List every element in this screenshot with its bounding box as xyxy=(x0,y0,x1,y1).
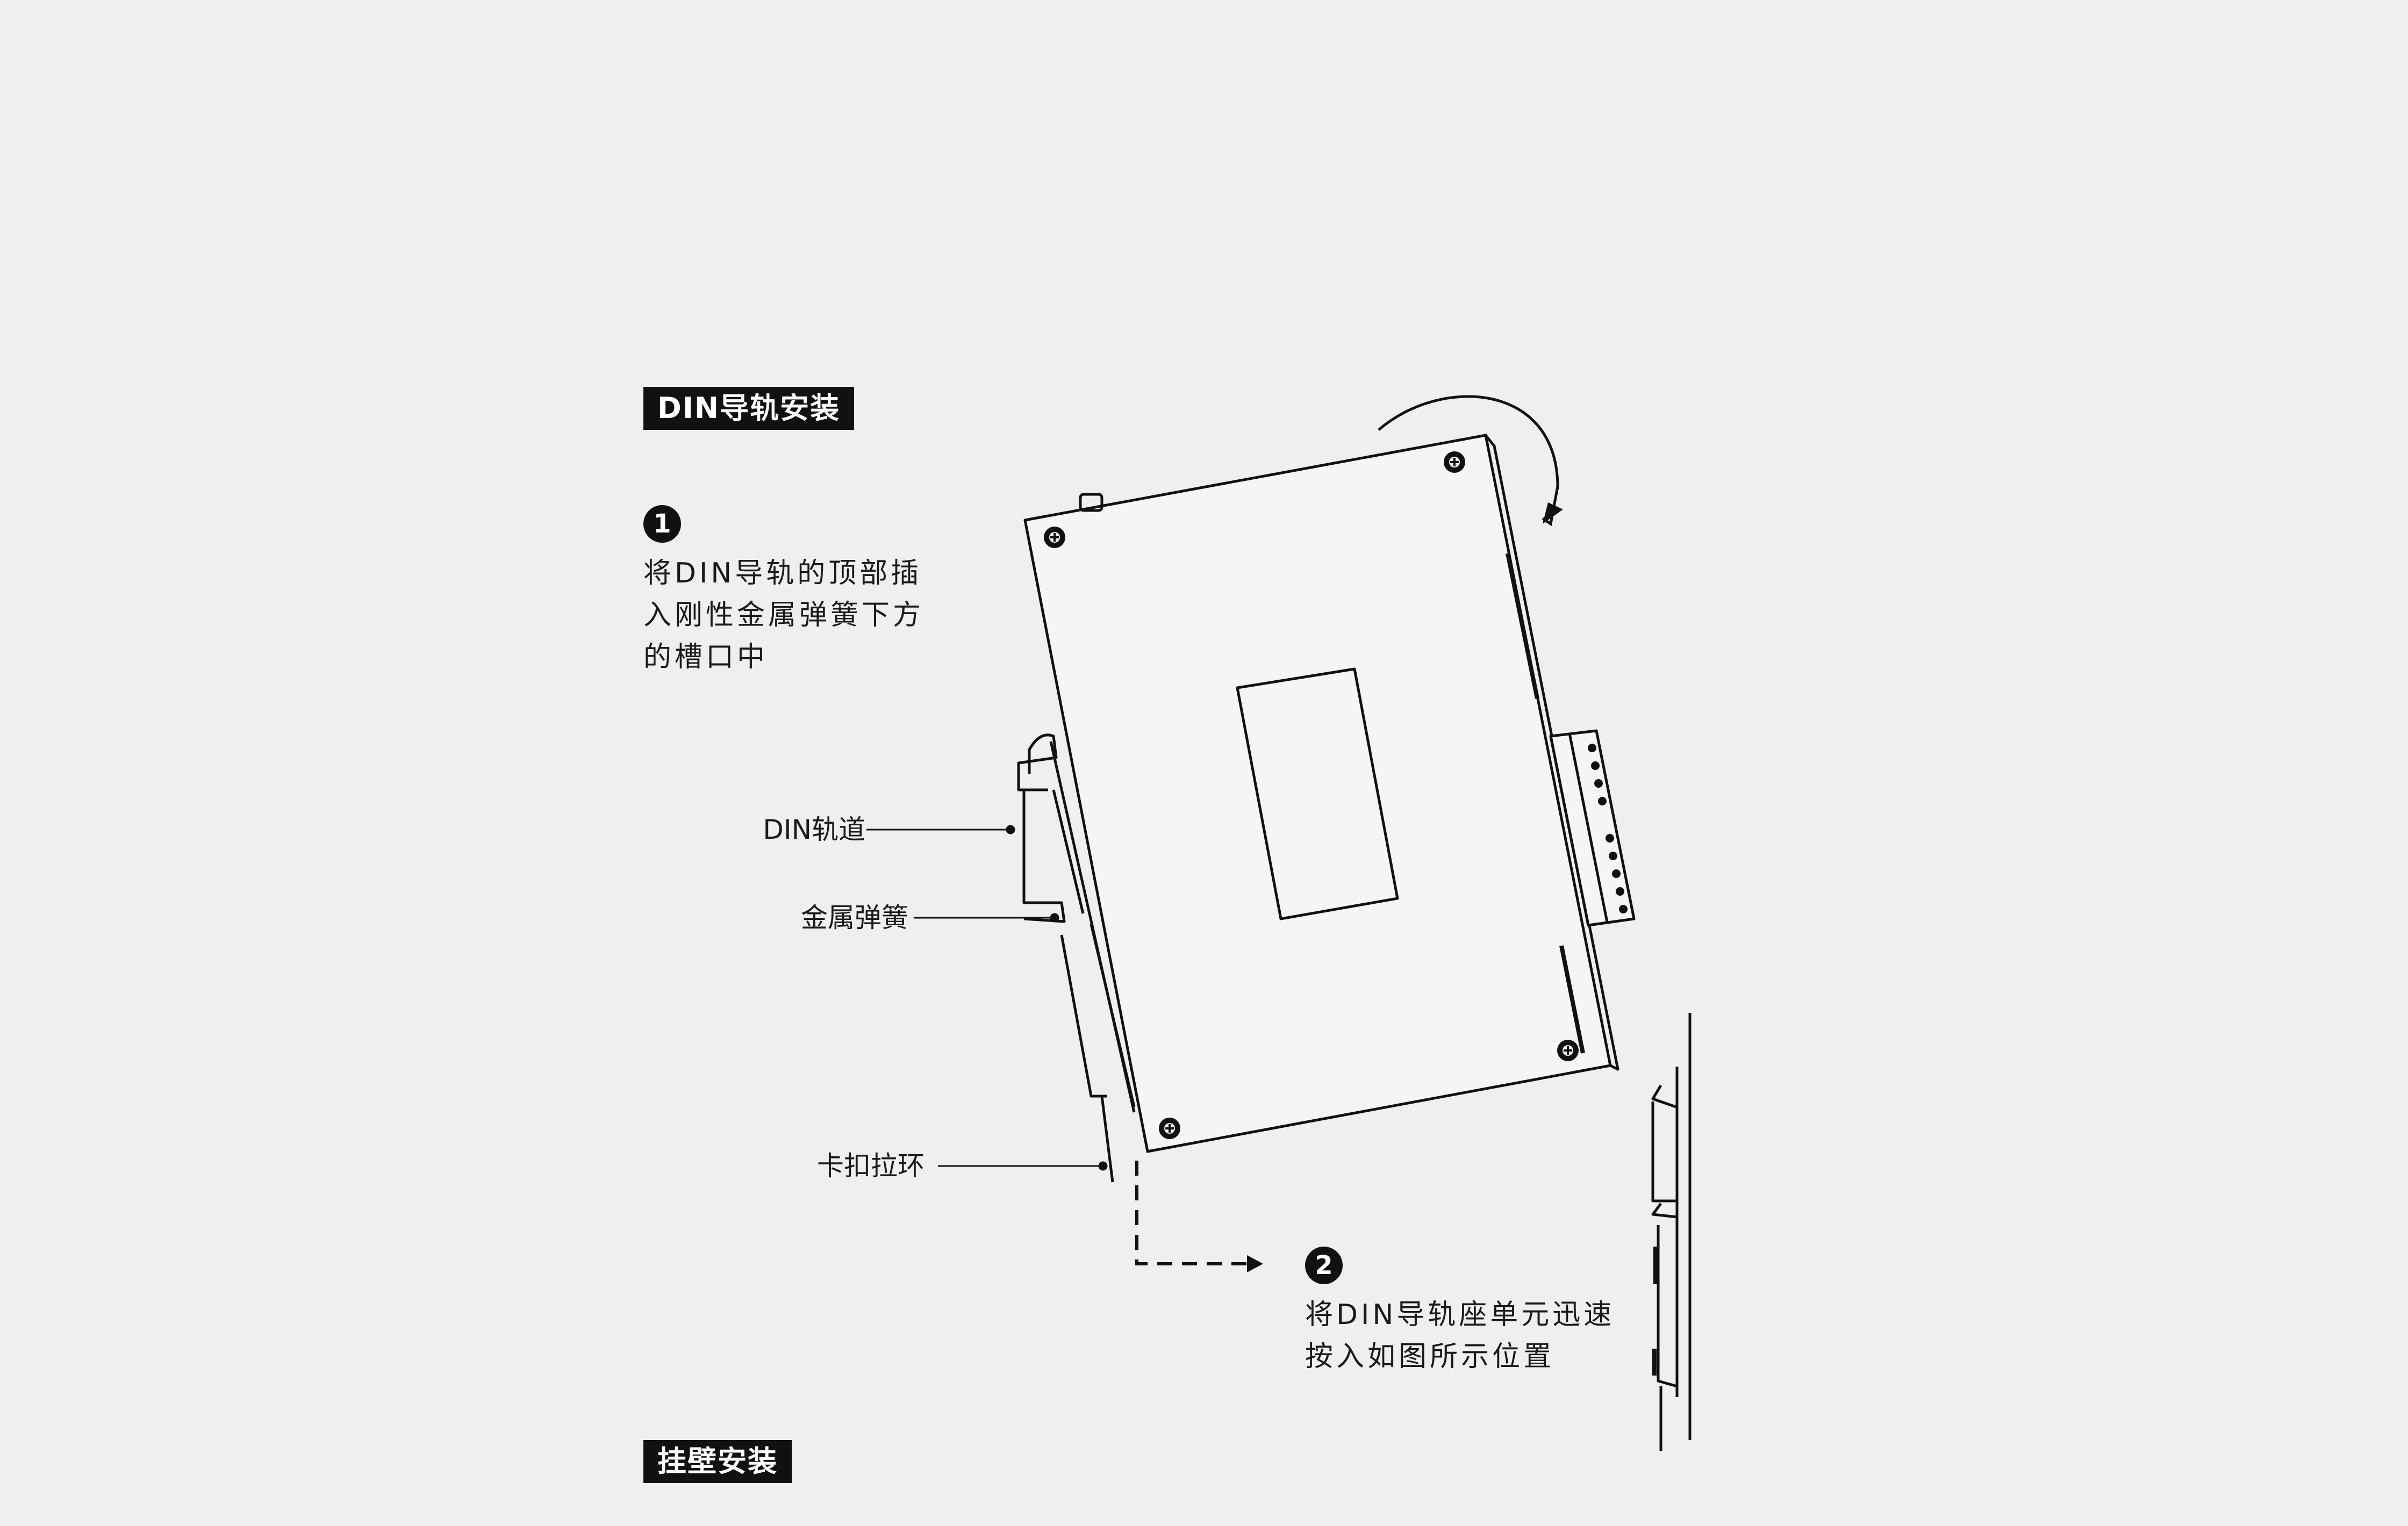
step-2-text-line: 将DIN导轨座单元迅速 xyxy=(1305,1299,1615,1331)
callout-clip-pull-ring: 卡扣拉环 xyxy=(817,1150,924,1182)
screw-icon xyxy=(1044,451,1579,1139)
step-1-badge: 1 xyxy=(643,505,681,543)
dashed-arrow-icon xyxy=(1135,1161,1252,1265)
step-2-text-line: 按入如图所示位置 xyxy=(1305,1341,1555,1373)
terminal-pins xyxy=(1588,744,1628,913)
din-rail-profile xyxy=(1017,733,1136,1183)
clockwise-arrow-icon xyxy=(1378,395,1559,490)
step-1-text-line: 将DIN导轨的顶部插 xyxy=(643,557,922,589)
step-1-text-line: 的槽口中 xyxy=(643,641,769,673)
device-tilted xyxy=(1023,434,1636,1153)
callout-leaders xyxy=(866,825,1108,1171)
device-mounted-side xyxy=(1651,1013,1692,1451)
step-2-badge: 2 xyxy=(1305,1247,1343,1284)
push-arrowhead xyxy=(1247,1255,1263,1272)
section-title-din-rail: DIN导轨安装 xyxy=(643,387,855,430)
callout-metal-spring: 金属弹簧 xyxy=(801,902,908,933)
section-title-wall-mount: 挂壁安装 xyxy=(643,1440,792,1483)
callout-din-rail: DIN轨道 xyxy=(763,814,865,845)
step-1-text-line: 入刚性金属弹簧下方 xyxy=(643,599,924,631)
